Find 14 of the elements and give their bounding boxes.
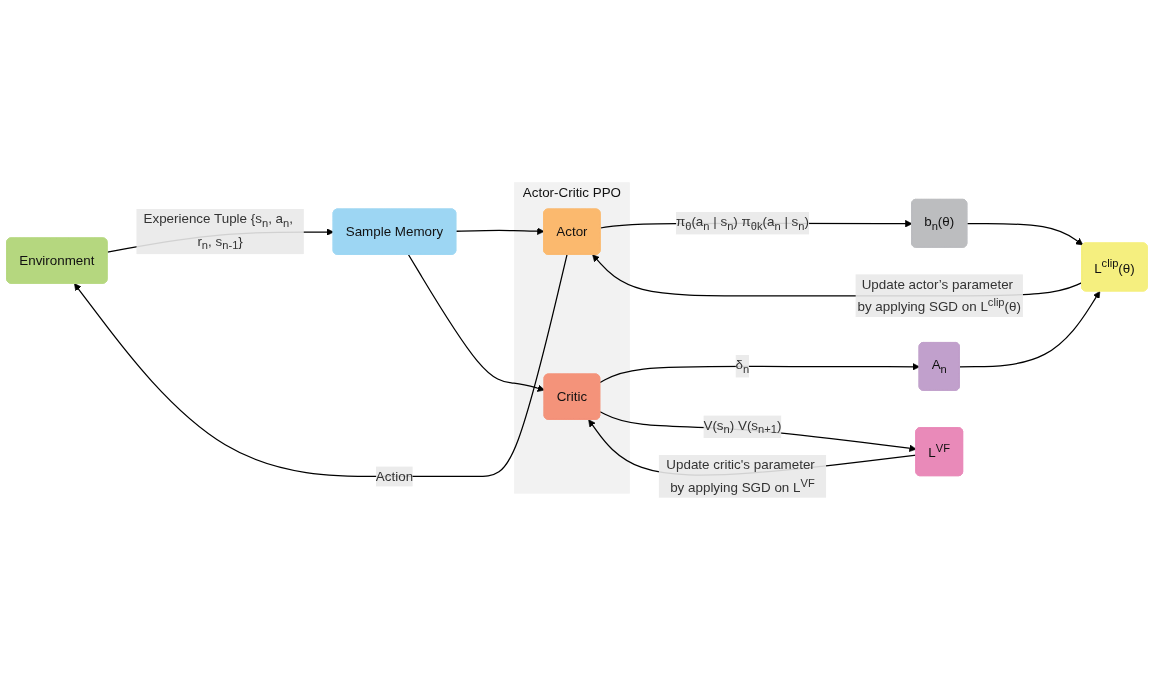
edge-label: π$_{θ}$(a$_{n}$ | s$_{n}$) π$_{θk}$(a$_{n}$ | s$_{n}$) bbox=[675, 214, 809, 233]
edge-label: Update critic's parameter by applying SGD on L$^{VF}$ bbox=[666, 457, 815, 495]
arrow bbox=[959, 291, 1101, 368]
edge-label: Action bbox=[375, 469, 414, 484]
arrow bbox=[599, 363, 920, 384]
edge-label: Update actor’s parameter by applying SGD on L$^{clip}$(θ) bbox=[857, 277, 1021, 315]
edge-label: Experience Tuple {s$_{n}$, a$_{n}$, r$_{n}$, s$_{n-1}$} bbox=[143, 211, 293, 253]
edge-label: V(s$_{n}$) V(s$_{n+1}$) bbox=[703, 418, 782, 436]
arrow bbox=[74, 254, 568, 478]
arrow bbox=[599, 411, 917, 453]
arrow bbox=[966, 223, 1084, 246]
arrow bbox=[455, 227, 545, 236]
arrow bbox=[407, 254, 545, 393]
edge-label: δ$_{n}$ bbox=[735, 357, 750, 376]
